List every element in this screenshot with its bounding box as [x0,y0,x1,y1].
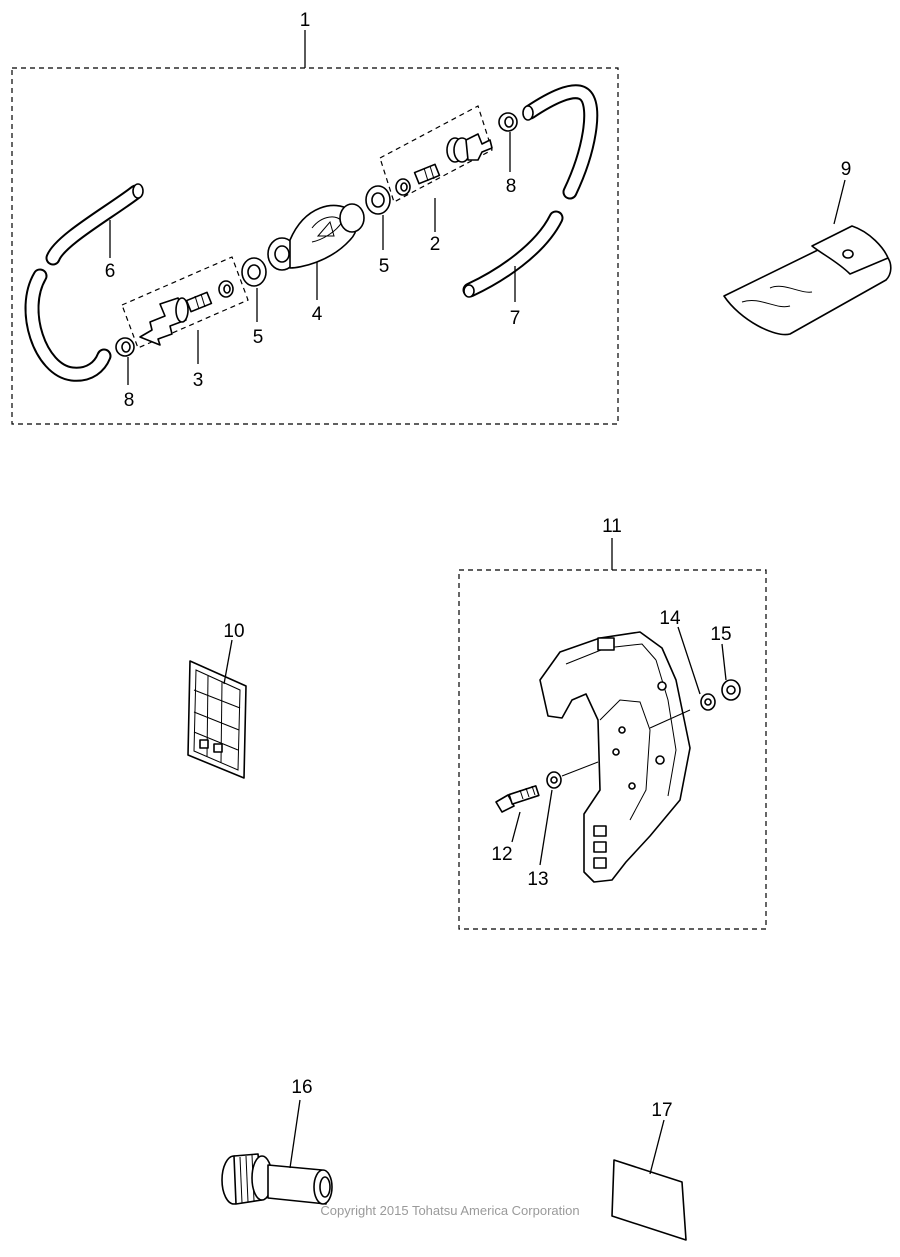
callout-13: 13 [527,869,548,890]
callout-6: 6 [105,261,116,282]
connector-2-part [395,133,493,196]
group-2-boundary [379,105,493,203]
hose-joint-16-part [221,1153,333,1205]
hose-7-part [462,210,564,298]
callout-17: 17 [651,1100,672,1121]
callout-2: 2 [430,234,441,255]
nut-8-left-part [115,337,135,357]
washer-13-part [546,771,562,789]
copyright-watermark: Copyright 2015 Tohatsu America Corporati… [320,1203,579,1218]
hose-6-part [24,183,144,382]
group-1-boundary [11,67,619,425]
ring-5-right-part [365,185,391,215]
callout-7: 7 [510,308,521,329]
hose-upper-right-part [522,84,599,200]
fuel-line-assembly-group: 1 6 8 3 5 4 5 2 8 7 [11,10,619,425]
gasket-10-group: 10 [187,621,247,779]
callout-1: 1 [300,10,311,31]
nut-8-right-part [498,112,518,132]
callout-9: 9 [841,159,852,180]
ring-5-left-part [241,257,267,287]
callout-11: 11 [602,516,622,537]
bracket-part [539,631,691,883]
connector-3-part [139,280,234,346]
callout-14: 14 [659,608,681,629]
callout-8-right: 8 [506,176,517,197]
callout-12: 12 [491,844,512,865]
callout-15: 15 [710,624,731,645]
bolt-12-part [495,785,540,813]
card-17-group: 17 [611,1100,687,1241]
callout-10: 10 [223,621,244,642]
hose-joint-16-group: 16 [221,1077,333,1205]
callout-16: 16 [291,1077,312,1098]
callout-4: 4 [312,304,323,325]
group-3-boundary [121,256,249,349]
nut-15-part [721,679,741,701]
primer-bulb-4-part [267,203,365,271]
bracket-assembly-group: 11 14 15 [458,516,767,930]
tool-pouch-9-group: 9 [723,159,892,336]
washer-14-part [700,693,716,711]
callout-5-left: 5 [253,327,264,348]
card-17-part [611,1159,687,1241]
callout-8-left: 8 [124,390,135,411]
callout-5-right: 5 [379,256,390,277]
callout-3: 3 [193,370,204,391]
